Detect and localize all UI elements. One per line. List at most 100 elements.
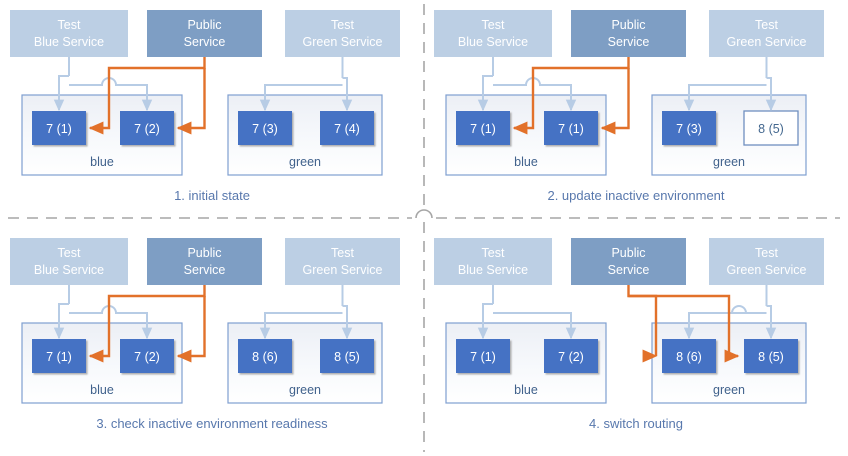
test-green-to-pod-2 xyxy=(341,77,353,112)
test-green-service-box[interactable] xyxy=(709,10,824,57)
public-to-blue-pod-2 xyxy=(600,68,630,135)
public-to-green-pod-2 xyxy=(628,294,740,363)
green-pod-2[interactable]: 8 (5) xyxy=(320,339,374,373)
blue-pod-1-box[interactable] xyxy=(456,339,510,373)
green-pod-2-label: 8 (5) xyxy=(334,350,360,364)
green-pod-1-box[interactable] xyxy=(238,339,292,373)
test-blue-service-box[interactable] xyxy=(10,238,128,285)
blue-pod-1-box[interactable] xyxy=(32,111,86,145)
blue-pod-1[interactable]: 7 (1) xyxy=(456,111,510,145)
green-environment-label: green xyxy=(289,383,321,397)
test-blue-service-line1: Test xyxy=(482,18,505,32)
blue-pod-2[interactable]: 7 (2) xyxy=(120,339,174,373)
green-pod-1-box[interactable] xyxy=(238,111,292,145)
test-blue-to-pod-1 xyxy=(477,75,493,112)
green-pod-1-box[interactable] xyxy=(662,339,716,373)
blue-pod-2-box[interactable] xyxy=(544,111,598,145)
public-service-box[interactable] xyxy=(147,10,262,57)
public-service-line2: Service xyxy=(608,35,650,49)
panel-2-caption: 2. update inactive environment xyxy=(547,188,724,203)
green-pod-1-label: 7 (3) xyxy=(252,122,278,136)
blue-pod-1-box[interactable] xyxy=(456,111,510,145)
blue-pod-2[interactable]: 7 (2) xyxy=(544,339,598,373)
public-to-blue-pod-1 xyxy=(512,57,630,135)
blue-pod-2-label: 7 (2) xyxy=(558,350,584,364)
green-environment-label: green xyxy=(289,155,321,169)
green-pod-1-box[interactable] xyxy=(662,111,716,145)
panel-3-caption: 3. check inactive environment readiness xyxy=(96,416,328,431)
test-green-service-box[interactable] xyxy=(285,238,400,285)
test-blue-service-line2: Blue Service xyxy=(458,263,528,277)
blue-pod-1[interactable]: 7 (1) xyxy=(32,111,86,145)
test-blue-service-line1: Test xyxy=(482,246,505,260)
green-pod-1[interactable]: 8 (6) xyxy=(238,339,292,373)
public-service-line2: Service xyxy=(608,263,650,277)
public-to-blue-pod-2 xyxy=(176,296,206,363)
test-blue-to-pod-1 xyxy=(53,75,69,112)
blue-pod-2[interactable]: 7 (1) xyxy=(544,111,598,145)
green-pod-2[interactable]: 8 (5) xyxy=(744,339,798,373)
blue-pod-2[interactable]: 7 (2) xyxy=(120,111,174,145)
public-to-blue-pod-1 xyxy=(88,285,206,363)
public-service-box[interactable] xyxy=(571,10,686,57)
test-blue-service-box[interactable] xyxy=(10,10,128,57)
blue-pod-2-box[interactable] xyxy=(120,111,174,145)
test-green-service-line1: Test xyxy=(755,246,778,260)
test-green-service-line1: Test xyxy=(331,18,354,32)
blue-pod-2-label: 7 (1) xyxy=(558,122,584,136)
blue-pod-1-label: 7 (1) xyxy=(46,350,72,364)
test-green-connectors xyxy=(259,57,353,112)
test-green-to-pod-2 xyxy=(765,77,777,112)
public-routing-blue xyxy=(88,57,206,135)
blue-pod-1-box[interactable] xyxy=(32,339,86,373)
test-green-connectors xyxy=(683,57,777,112)
public-to-blue-pod-2 xyxy=(176,68,206,135)
test-blue-service-box[interactable] xyxy=(434,238,552,285)
green-pod-1[interactable]: 8 (6) xyxy=(662,339,716,373)
green-pod-1[interactable]: 7 (3) xyxy=(238,111,292,145)
test-blue-service-line1: Test xyxy=(58,18,81,32)
test-green-to-pod-1 xyxy=(683,305,767,340)
green-pod-2-box[interactable] xyxy=(744,339,798,373)
blue-pod-1[interactable]: 7 (1) xyxy=(32,339,86,373)
public-service-box[interactable] xyxy=(147,238,262,285)
green-pod-1-label: 7 (3) xyxy=(676,122,702,136)
public-to-blue-pod-1 xyxy=(88,57,206,135)
green-pod-1[interactable]: 7 (3) xyxy=(662,111,716,145)
test-green-service-box[interactable] xyxy=(285,10,400,57)
green-pod-2-box[interactable] xyxy=(320,111,374,145)
green-pod-2-box[interactable] xyxy=(743,110,799,146)
blue-pod-1[interactable]: 7 (1) xyxy=(456,339,510,373)
test-green-connectors xyxy=(259,285,353,340)
test-green-service-box[interactable] xyxy=(709,238,824,285)
test-blue-service-line1: Test xyxy=(58,246,81,260)
divider-hop-arc xyxy=(415,209,433,219)
green-pod-2[interactable]: 8 (5) xyxy=(743,110,799,146)
test-green-service-line2: Green Service xyxy=(727,263,807,277)
green-pod-2-label: 8 (5) xyxy=(758,350,784,364)
blue-pod-2-box[interactable] xyxy=(120,339,174,373)
test-blue-service-box[interactable] xyxy=(434,10,552,57)
green-pod-2[interactable]: 7 (4) xyxy=(320,111,374,145)
public-service-line1: Public xyxy=(187,246,221,260)
public-service-line1: Public xyxy=(187,18,221,32)
blue-pod-2-box[interactable] xyxy=(544,339,598,373)
public-service-box[interactable] xyxy=(571,238,686,285)
panel-dividers xyxy=(8,4,840,452)
blue-pod-1-label: 7 (1) xyxy=(470,350,496,364)
green-pod-2-box[interactable] xyxy=(320,339,374,373)
